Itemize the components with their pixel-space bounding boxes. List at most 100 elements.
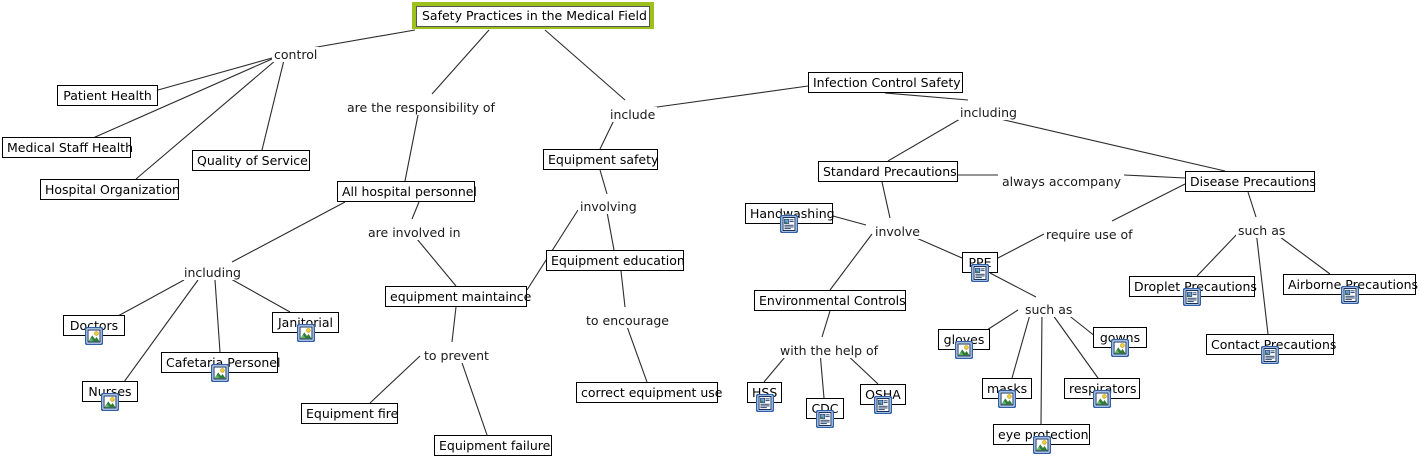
- concept-node-label: Equipment fire: [306, 406, 399, 421]
- picture-icon[interactable]: [1111, 339, 1129, 357]
- concept-node-label: Janitorial: [277, 315, 334, 330]
- concept-node-gloves[interactable]: gloves: [938, 329, 990, 359]
- concept-node-eyeprot[interactable]: eye protection: [993, 424, 1090, 454]
- picture-icon[interactable]: [1032, 436, 1051, 454]
- picture-icon[interactable]: [85, 327, 103, 345]
- concept-node-eqfail[interactable]: Equipment failure: [434, 435, 552, 456]
- concept-node-correctuse[interactable]: correct equipment use: [576, 382, 723, 403]
- edge-including1-to-janitorial: [230, 278, 291, 313]
- concept-node-cdc[interactable]: CDC: [806, 398, 844, 428]
- concept-node-stdprec[interactable]: Standard Precautions: [818, 161, 958, 182]
- link-label-including2[interactable]: including: [958, 105, 1019, 120]
- concept-node-label: Standard Precautions: [823, 164, 957, 179]
- concept-node-patient[interactable]: Patient Health: [57, 85, 158, 106]
- concept-node-label: correct equipment use: [581, 385, 723, 400]
- link-label-requireuse[interactable]: require use of: [1044, 227, 1135, 242]
- edge-control-to-patient: [157, 57, 273, 91]
- picture-icon[interactable]: [998, 390, 1016, 408]
- concept-node-contact[interactable]: Contact Precautions: [1206, 334, 1337, 364]
- link-label-involve[interactable]: involve: [873, 224, 923, 239]
- edge-accompany-to-disprec: [1123, 174, 1186, 179]
- concept-node-label: respirators: [1069, 381, 1137, 396]
- link-label-include[interactable]: include: [608, 107, 658, 122]
- document-icon[interactable]: [1340, 286, 1359, 304]
- edge-suchas2-to-droplet: [1196, 230, 1241, 277]
- edge-including2-to-stdprec: [887, 118, 961, 162]
- concept-node-ppe[interactable]: PPE: [962, 252, 998, 282]
- picture-icon[interactable]: [1093, 390, 1111, 408]
- concept-node-infection[interactable]: Infection Control Safety: [808, 72, 963, 93]
- concept-node-masks[interactable]: masks: [982, 378, 1032, 408]
- concept-node-equipmaint[interactable]: equipment maintaince: [385, 286, 531, 307]
- concept-node-hss[interactable]: HSS: [747, 382, 782, 412]
- edge-including1-to-doctors: [117, 279, 185, 317]
- concept-node-eqfire[interactable]: Equipment fire: [301, 403, 398, 424]
- edge-include-to-infection: [649, 85, 809, 109]
- link-label-withhelp[interactable]: with the help of: [778, 343, 881, 358]
- concept-node-label: Equipment safety: [548, 152, 659, 167]
- edge-involve-to-handwash: [832, 215, 867, 226]
- document-icon[interactable]: [755, 394, 774, 412]
- concept-node-label: Nurses: [88, 384, 132, 399]
- concept-node-doctors[interactable]: Doctors: [63, 315, 125, 345]
- concept-node-osha[interactable]: OSHA: [860, 384, 906, 414]
- document-icon[interactable]: [1261, 346, 1279, 364]
- edge-requireuse-to-ppe: [997, 233, 1045, 259]
- concept-node-label: Contact Precautions: [1211, 337, 1337, 352]
- picture-icon[interactable]: [101, 393, 119, 411]
- document-icon[interactable]: [816, 410, 834, 428]
- link-label-including1[interactable]: including: [182, 265, 243, 280]
- picture-icon[interactable]: [296, 324, 315, 342]
- concept-node-label: gloves: [943, 332, 985, 347]
- concept-node-label: eye protection: [998, 427, 1089, 442]
- concept-node-respirators[interactable]: respirators: [1064, 378, 1140, 408]
- concept-node-staff[interactable]: Medical Staff Health: [2, 137, 133, 158]
- concept-node-airborne[interactable]: Airborne Precautions: [1283, 274, 1419, 304]
- concept-node-nurses[interactable]: Nurses: [82, 381, 138, 411]
- concept-node-eqedu[interactable]: Equipment education: [546, 250, 685, 271]
- link-label-toencourage[interactable]: to encourage: [584, 313, 672, 328]
- concept-node-label: Equipment failure: [439, 438, 551, 453]
- concept-node-envctrl[interactable]: Environmental Controls: [754, 290, 906, 311]
- concept-node-label: Airborne Precautions: [1288, 277, 1419, 292]
- concept-node-label: Hospital Organization: [45, 182, 180, 197]
- concept-node-label: Patient Health: [63, 88, 152, 103]
- edge-control-to-quality: [261, 59, 285, 151]
- document-icon[interactable]: [971, 264, 989, 282]
- edge-allpers-to-involvedin: [411, 201, 420, 220]
- concept-node-label: Droplet Precautions: [1134, 279, 1257, 294]
- link-label-control[interactable]: control: [272, 47, 320, 62]
- edge-suchas1-to-respirators: [1049, 310, 1099, 379]
- picture-icon[interactable]: [210, 364, 229, 382]
- edge-eqsafety-to-involving: [599, 169, 608, 195]
- concept-node-handwash[interactable]: Handwashing: [745, 203, 835, 233]
- concept-node-label: All hospital personnel: [342, 184, 477, 199]
- edge-ppe-to-suchas1: [989, 272, 1037, 298]
- concept-node-label: Quality of Service: [197, 153, 308, 168]
- concept-node-label: Doctors: [69, 318, 119, 333]
- concept-node-label: Handwashing: [750, 206, 835, 221]
- concept-node-hosporg[interactable]: Hospital Organization: [40, 179, 180, 200]
- concept-node-disprec[interactable]: Disease Precautions: [1185, 171, 1316, 192]
- edge-allpers-to-including1: [231, 201, 346, 263]
- link-label-involvedin[interactable]: are involved in: [366, 225, 463, 240]
- link-label-involving[interactable]: involving: [578, 199, 639, 214]
- concept-node-gowns[interactable]: gowns: [1093, 327, 1147, 357]
- document-icon[interactable]: [780, 215, 798, 233]
- document-icon[interactable]: [874, 396, 892, 414]
- concept-node-quality[interactable]: Quality of Service: [192, 150, 310, 171]
- link-label-respon[interactable]: are the responsibility of: [345, 100, 497, 115]
- document-icon[interactable]: [1183, 288, 1201, 306]
- edge-toprevent-to-eqfire: [369, 355, 421, 404]
- concept-node-droplet[interactable]: Droplet Precautions: [1129, 276, 1257, 306]
- concept-node-eqsafety[interactable]: Equipment safety: [543, 149, 658, 170]
- concept-node-cafetaria[interactable]: Cafetaria Personel: [161, 352, 280, 382]
- link-label-toprevent[interactable]: to prevent: [422, 348, 491, 363]
- concept-node-janitorial[interactable]: Janitorial: [272, 312, 339, 342]
- link-label-suchas2[interactable]: such as: [1236, 223, 1288, 238]
- link-label-accompany[interactable]: always accompany: [1000, 174, 1124, 189]
- concept-node-allpers[interactable]: All hospital personnel: [337, 181, 477, 202]
- concept-node-root[interactable]: Safety Practices in the Medical Field: [412, 2, 654, 29]
- link-label-suchas1[interactable]: such as: [1023, 302, 1075, 317]
- picture-icon[interactable]: [955, 341, 973, 359]
